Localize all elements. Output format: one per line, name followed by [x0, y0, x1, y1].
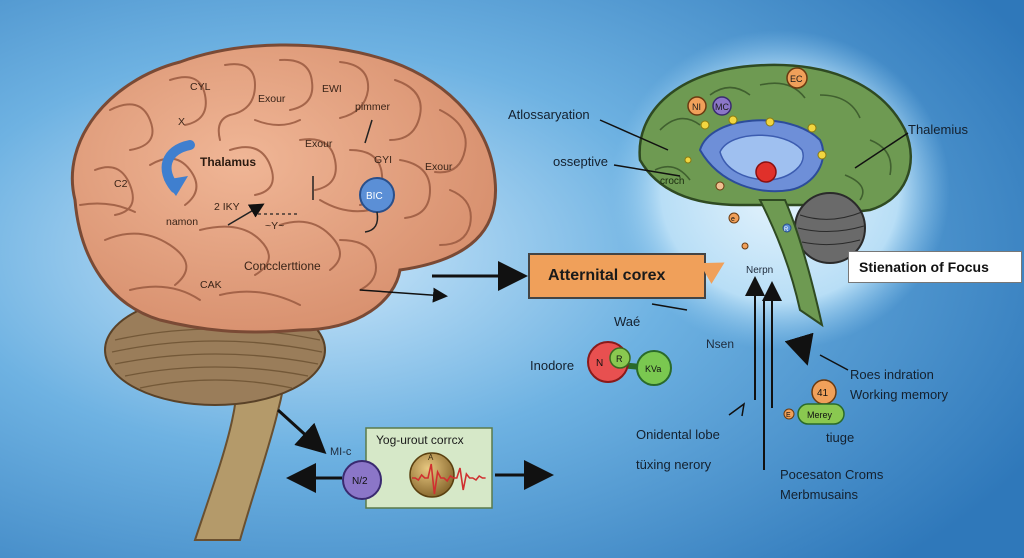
memory-pill-label: Merey [807, 410, 833, 420]
waveform-panel: Yog-urout corrcx A [365, 427, 493, 509]
molecule-n-label: N [596, 358, 603, 369]
memory-badge: 41 Merey E [783, 379, 845, 425]
label-osseptive: osseptive [553, 154, 608, 169]
label-thalamus: Thalamus [200, 155, 256, 169]
label-exour-top: Exour [258, 93, 286, 105]
label-cyl: CYL [190, 81, 211, 93]
label-atlossaryation: Atlossaryation [508, 107, 590, 122]
label-bic: BIC [366, 191, 383, 202]
left-brain: CYL Exour EWI pimmer X Thalamus Exour GY… [70, 43, 498, 541]
node-mc-label: MC [715, 102, 729, 112]
label-roes-indration: Roes indration [850, 367, 934, 382]
stienation-focus-callout: Stienation of Focus [848, 251, 1022, 283]
label-pimmer: pimmer [355, 101, 391, 113]
label-tuxing-nerory: tüxing nerory [636, 457, 712, 472]
cerebrum [70, 43, 498, 334]
connectors [276, 119, 909, 493]
thalamus-core [755, 161, 777, 183]
label-exour-right: Exour [425, 161, 453, 173]
label-gyi: GYI [374, 154, 392, 166]
memory-small-node [783, 408, 795, 420]
label-nsen: Nsen [706, 337, 734, 351]
molecule-r-node [609, 347, 631, 369]
label-croch: croch [660, 176, 684, 187]
label-x: X [178, 116, 185, 128]
label-ewi: EWI [322, 83, 342, 95]
node-ni-label: NI [692, 102, 701, 112]
attentional-cortex-callout: Atternital corex [528, 253, 706, 299]
yellow-markers [684, 115, 827, 164]
small-node-e [728, 212, 740, 224]
node-mc [712, 96, 732, 116]
sagittal-brain: NI MC EC croch e R [638, 63, 913, 328]
memory-small-label: E [786, 412, 791, 419]
molecule-r-label: R [616, 354, 623, 364]
small-node-r-label: R [784, 227, 789, 233]
thalamus-arrow-head [164, 176, 188, 196]
label-onidental-lobe: Onidental lobe [636, 427, 720, 442]
label-concentration: Concclerttione [244, 259, 321, 273]
n2-node-label: N/2 [352, 476, 368, 487]
memory-number: 41 [817, 388, 829, 399]
label-merbmusains: Merbmusains [780, 487, 859, 502]
waveform-panel-title: Yog-urout corrcx [376, 433, 464, 447]
label-thalemius: Thalemius [908, 122, 968, 137]
label-working-memory: Working memory [850, 387, 949, 402]
node-ec [786, 67, 808, 89]
label-mi-c: MI-c [330, 446, 352, 458]
molecule-kva-label: KVa [645, 364, 661, 374]
small-node-r [782, 223, 792, 233]
label-c2: C2 [114, 178, 128, 190]
label-tiuge: tiuge [826, 430, 854, 445]
waveform-line [412, 463, 486, 495]
memory-pill [797, 403, 845, 425]
molecule: N R KVa [587, 341, 672, 386]
label-inodore: Inodore [530, 358, 574, 373]
label-cak: CAK [200, 279, 222, 291]
label-2-iky: 2 IKY [214, 201, 240, 213]
small-node-e-label: e [731, 216, 735, 223]
label-pocesaton-croms: Pocesaton Croms [780, 467, 884, 482]
small-node-1 [715, 181, 725, 191]
molecule-kva-node [636, 350, 672, 386]
gyri-folds [79, 58, 472, 306]
attentional-cortex-label: Atternital corex [548, 267, 666, 284]
node-ec-label: EC [790, 74, 803, 84]
ventricle [719, 134, 804, 181]
waveform-aux-label: A [428, 453, 434, 462]
stienation-focus-label: Stienation of Focus [859, 259, 989, 275]
n2-node [342, 460, 382, 500]
label-nerpn: Nerpn [746, 265, 773, 276]
sagittal-brainstem [758, 199, 824, 328]
small-node-2 [741, 242, 749, 250]
label-y: ~Y~ [265, 220, 284, 232]
label-namon: namon [166, 216, 198, 228]
label-exour-mid: Exour [305, 138, 333, 150]
node-ni [687, 96, 707, 116]
label-wae: Waé [614, 314, 640, 329]
